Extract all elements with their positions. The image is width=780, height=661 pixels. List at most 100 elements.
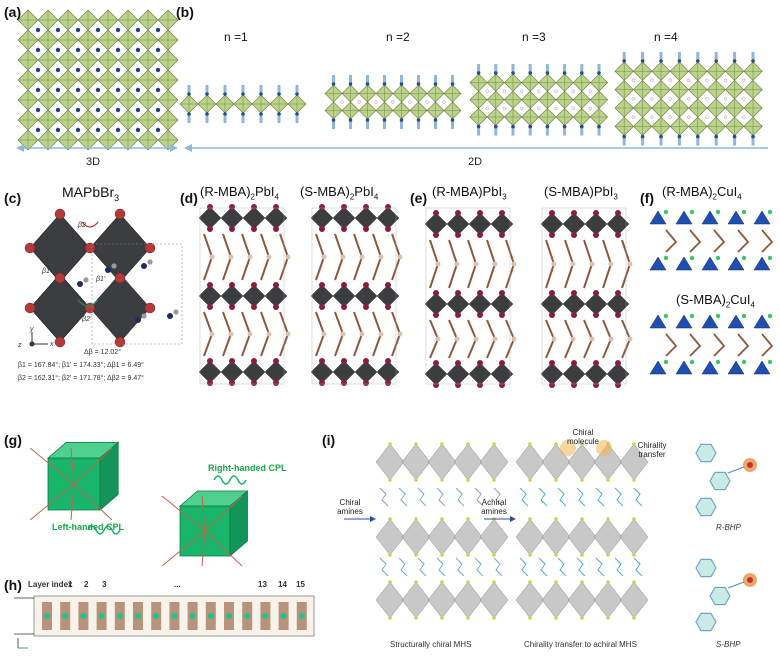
a-site-cation (723, 78, 727, 82)
organic-atom (511, 336, 517, 342)
organic-atom (492, 336, 498, 342)
iodide-atom (251, 204, 257, 210)
octahedron (469, 107, 488, 127)
d-r-pre: (R-MBA) (200, 184, 251, 199)
organic-spacer (494, 127, 498, 136)
octahedron (97, 89, 119, 111)
octahedron (614, 116, 634, 137)
octahedron (651, 61, 671, 81)
ligand-chain (29, 447, 75, 485)
organic-spacer (434, 121, 437, 129)
a-site-cation (35, 27, 41, 33)
amine-molecule (417, 557, 427, 577)
pbi6-octahedron (490, 362, 514, 386)
octahedron (77, 89, 99, 111)
pbx6-octahedron (375, 518, 405, 556)
iodide-atom (319, 226, 325, 232)
cui4-tetrahedron (649, 360, 667, 375)
ligand-chain (161, 530, 206, 567)
octahedron (706, 116, 726, 137)
organic-spacer (295, 115, 299, 123)
a-site-cation (115, 47, 121, 53)
a-site-cation (115, 127, 121, 133)
panel-f-label: (f) (640, 190, 654, 206)
halide-atom (554, 478, 558, 482)
organic-spacer (511, 64, 515, 72)
aromatic-ring (709, 471, 731, 491)
iodide-atom (477, 290, 483, 296)
octahedron (137, 129, 159, 151)
layer-index-label: Layer index (28, 580, 73, 589)
cui4-tetrahedron (701, 360, 719, 375)
caption-structurally-chiral: Structurally chiral MHS (390, 640, 472, 649)
pbi6-octahedron (376, 360, 400, 384)
octahedron (632, 79, 653, 100)
r-mba2-pbi4-structure (198, 204, 291, 386)
pbx6-octahedron (619, 518, 649, 556)
iodide-atom (499, 360, 505, 366)
a-site-cation (705, 97, 709, 101)
amine-molecule (493, 487, 503, 507)
iodide-atom (273, 282, 279, 288)
cui4-tetrahedron (649, 210, 667, 225)
d-s-pre: (S-MBA) (300, 184, 350, 199)
pbi6-octahedron (220, 360, 244, 384)
cui4-tetrahedron (753, 210, 771, 225)
spacer-head (528, 71, 532, 75)
pbi6-octahedron (468, 292, 492, 316)
layer-index-3: 3 (102, 580, 107, 589)
iodide-atom (433, 210, 439, 216)
amine-molecule (474, 487, 484, 507)
halide-atom (388, 478, 392, 482)
octahedron (572, 107, 591, 127)
layer-n4-structure (614, 52, 763, 146)
halide-atom (466, 553, 470, 557)
organic-spacer (733, 137, 737, 146)
a-site-cation (520, 89, 524, 93)
a-site-cation (705, 115, 709, 119)
organic-atom (340, 331, 346, 337)
pbx6-octahedron (427, 518, 457, 556)
e-r-sub: 3 (502, 192, 507, 202)
caption-chirality-transfer: Chirality transfer to achiral MHS (524, 640, 637, 649)
iodide-atom (207, 358, 213, 364)
halide-atom (492, 616, 496, 620)
octahedron (157, 109, 179, 131)
angle-beta1-prime: β1' (96, 276, 106, 283)
iodide-atom (549, 232, 555, 238)
a-site-cation (588, 89, 592, 93)
iodide-atom (433, 360, 439, 366)
pbi6-octahedron (584, 292, 608, 316)
ligand-chain (29, 483, 75, 521)
organic-spacer (205, 85, 209, 93)
pbx6-octahedron (541, 518, 571, 556)
achiral-amines-arrow (484, 516, 516, 522)
iodide-atom (477, 232, 483, 238)
halide-atom (580, 553, 584, 557)
halide-atom (414, 442, 418, 446)
organic-spacer (751, 52, 755, 60)
amine-molecule (455, 557, 465, 577)
organic-atom (627, 336, 633, 342)
chiral-amines-label: Chiral amines (330, 498, 370, 516)
pbi6-octahedron (354, 360, 378, 384)
spacer-head (511, 71, 515, 75)
halide-atom (440, 478, 444, 482)
amine-molecule (493, 557, 503, 577)
octahedron (669, 116, 690, 137)
octahedron (375, 101, 394, 120)
d-s-mid: PbI (354, 184, 374, 199)
organic-atom (209, 331, 215, 337)
halide-atom (388, 580, 392, 584)
layer-n1-label: n =1 (224, 30, 248, 44)
octahedron (37, 129, 59, 151)
s-bhp-label: S-BHP (716, 640, 741, 649)
iodide-atom (615, 360, 621, 366)
octahedron (77, 9, 99, 31)
organic-spacer (332, 121, 335, 129)
spacer-head (640, 59, 645, 63)
chiral-molecule-glow (596, 440, 612, 456)
halide-atom (606, 553, 610, 557)
layer-index-15: 15 (296, 580, 305, 589)
panel-c-title-sub: 3 (114, 192, 120, 203)
